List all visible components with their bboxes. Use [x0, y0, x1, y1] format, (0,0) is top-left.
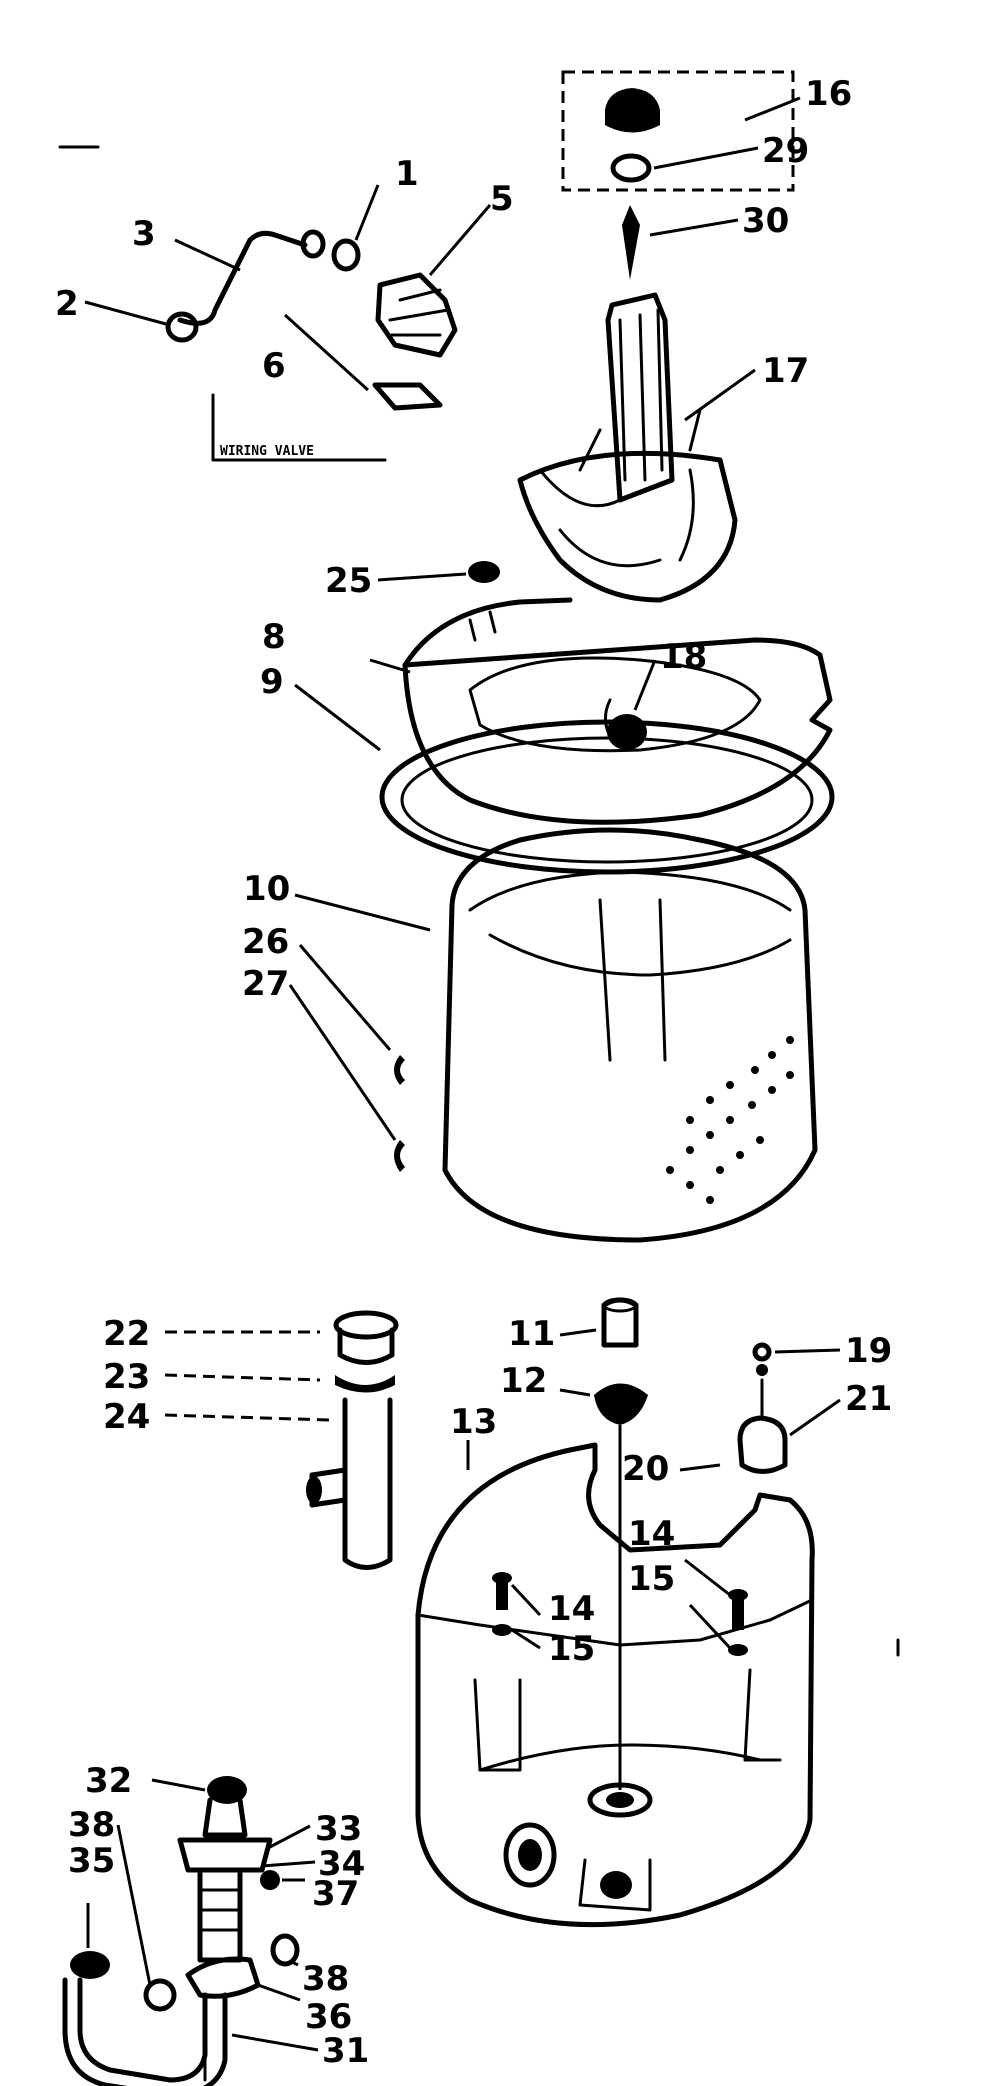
part-6-bracket [372, 382, 443, 411]
label-part-3: 3 [132, 214, 156, 254]
label-part-21: 21 [845, 1379, 892, 1419]
label-part-9: 9 [260, 662, 284, 702]
part-32-cap [207, 1776, 247, 1804]
part-5-valve [375, 272, 458, 358]
part-38-washer-right [270, 1933, 300, 1967]
label-part-24: 24 [103, 1397, 150, 1437]
label-part-8: 8 [262, 617, 286, 657]
part-25-plug [468, 561, 500, 583]
part-17-agitator [517, 292, 738, 603]
part-18-nut [607, 714, 647, 750]
part-13-outer-tub [415, 1425, 815, 1928]
label-part-23: 23 [103, 1357, 150, 1397]
part-38-washer-left [143, 1978, 177, 2012]
part-30-dart [622, 205, 640, 280]
pump-assembly [306, 1310, 399, 1570]
drain-hose-assembly [62, 1776, 300, 2086]
leader-lines [84, 96, 841, 2052]
part-labels: 1 2 3 5 6 8 9 10 11 12 13 14 15 14 15 16… [55, 74, 892, 2071]
label-part-20: 20 [622, 1449, 669, 1489]
label-part-35: 35 [68, 1841, 115, 1881]
part-2-washer [165, 311, 199, 343]
label-part-15-right: 15 [628, 1559, 675, 1599]
label-part-29: 29 [762, 131, 809, 171]
wiring-valve-caption: WIRING VALVE [220, 444, 314, 459]
part-11-nut [601, 1297, 639, 1348]
label-part-14-left: 14 [548, 1589, 595, 1629]
part-8-tub-cover [402, 597, 833, 825]
label-part-32: 32 [85, 1761, 132, 1801]
part-27-clip [394, 1140, 405, 1172]
label-part-34: 34 [318, 1844, 365, 1884]
part-36-clamp [185, 1956, 261, 1999]
label-part-11: 11 [508, 1314, 555, 1354]
part-3-hose [177, 230, 308, 326]
part-22-cap [337, 1327, 395, 1365]
label-part-22: 22 [103, 1314, 150, 1354]
part-35-cap [70, 1951, 110, 1979]
part-24-housing [342, 1397, 393, 1570]
part-16-dashed-box [561, 70, 795, 192]
label-part-37: 37 [312, 1874, 359, 1914]
label-part-25: 25 [325, 561, 372, 601]
part-21-switch [737, 1415, 788, 1474]
part-26-clip [394, 1055, 405, 1085]
label-part-36: 36 [305, 1997, 352, 2037]
water-inlet-parts [165, 229, 458, 411]
label-part-16: 16 [805, 74, 852, 114]
label-part-6: 6 [262, 346, 286, 386]
part-10-basket [442, 827, 818, 1243]
label-part-13: 13 [450, 1402, 497, 1442]
part-9-gasket [379, 719, 835, 875]
parts-19-20-21 [737, 1342, 788, 1474]
part-33-clamp [177, 1837, 273, 1873]
basket-perforations [666, 1036, 794, 1204]
wiring-bracket-line [211, 393, 387, 462]
label-part-5: 5 [490, 179, 514, 219]
center-post-parts [594, 1297, 648, 1425]
part-12-seal [594, 1383, 648, 1425]
label-part-17: 17 [762, 351, 809, 391]
label-part-1: 1 [395, 154, 419, 194]
label-part-30: 30 [742, 201, 789, 241]
part-37-washer [260, 1870, 280, 1890]
label-part-15-left: 15 [548, 1629, 595, 1669]
label-part-19: 19 [845, 1331, 892, 1371]
label-part-26: 26 [242, 922, 289, 962]
part-31-hose [62, 1977, 228, 2086]
label-part-18: 18 [660, 637, 707, 677]
label-part-27: 27 [242, 964, 289, 1004]
label-part-38-left: 38 [68, 1805, 115, 1845]
label-part-38-right: 38 [302, 1959, 349, 1999]
part-16-agitator-cap-group [561, 70, 795, 192]
part-23-seal [335, 1375, 395, 1393]
part-1-washer [331, 238, 361, 272]
label-part-2: 2 [55, 284, 79, 324]
part-29-seal [610, 153, 652, 183]
label-part-31: 31 [322, 2031, 369, 2071]
label-part-14-right: 14 [628, 1514, 675, 1554]
label-part-33: 33 [315, 1809, 362, 1849]
label-part-10: 10 [243, 869, 290, 909]
label-part-12: 12 [500, 1361, 547, 1401]
bolts-14-15 [492, 1572, 748, 1656]
agitator-cap [605, 88, 660, 133]
